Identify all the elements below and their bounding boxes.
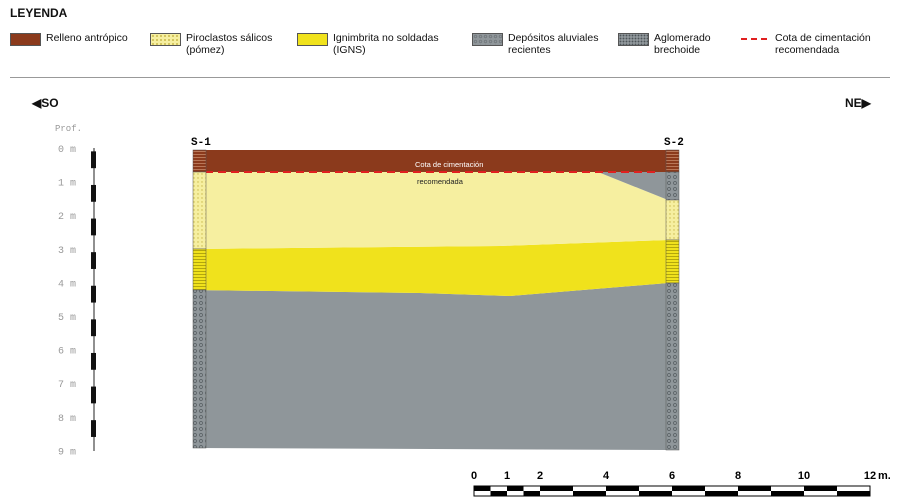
scale-block (705, 491, 738, 496)
depth-label: 9 m (58, 447, 76, 458)
borehole-s2-label: S-2 (664, 137, 684, 149)
depth-tick-bar (91, 184, 96, 202)
depth-tick-bar (91, 352, 96, 370)
legend-label-aglomerado: Aglomerado brechoide (654, 32, 711, 56)
scale-block (804, 486, 837, 491)
depth-label: 7 m (58, 380, 76, 391)
scale-block (523, 491, 540, 496)
depth-ruler: Prof. 0 m 1 m 2 m 3 m 4 m 5 m 6 m 7 m 8 m 9 m (55, 124, 96, 458)
depth-label: 6 m (58, 347, 76, 358)
scale-tick-label: 4 (603, 470, 610, 482)
cota-dash-swatch (741, 38, 769, 40)
ignimbrita-layer (193, 240, 668, 296)
legend-item-aglomerado: Aglomerado brechoide (618, 32, 711, 56)
scale-block (573, 491, 606, 496)
scale-block (507, 486, 524, 491)
depth-label: 4 m (58, 279, 76, 290)
relleno-layer (193, 150, 668, 172)
depth-tick-bar (91, 285, 96, 303)
depth-tick-bar (91, 252, 96, 269)
direction-so: ◀SO (32, 96, 59, 110)
scale-tick-label: 6 (669, 470, 675, 482)
legend-label-ignimbrita: Ignimbrita no soldadas (IGNS) (333, 32, 439, 56)
borehole-s2-log (665, 149, 680, 451)
scale-block (490, 491, 507, 496)
pomez-layer (193, 172, 668, 249)
legend-label-piroclastos: Piroclastos sálicos (pómez) (186, 32, 273, 56)
depth-label: 8 m (58, 414, 76, 425)
borehole-s1-log (192, 149, 207, 449)
scale-tick-label: 12 (864, 470, 876, 482)
cota-annotation-line2: recomendada (417, 177, 464, 186)
relleno-swatch (10, 33, 41, 46)
scale-tick-label: 2 (537, 470, 543, 482)
legend-item-ignimbrita: Ignimbrita no soldadas (IGNS) (297, 32, 439, 56)
direction-so-label: SO (41, 96, 59, 110)
depth-label: 0 m (58, 145, 76, 156)
scale-block (771, 491, 804, 496)
scale-tick-label: 8 (735, 470, 741, 482)
scale-tick-label: 1 (504, 470, 510, 482)
depth-label: 2 m (58, 212, 76, 223)
legend-label-relleno: Relleno antrópico (46, 32, 128, 44)
scale-unit: m. (878, 470, 890, 482)
scale-block (738, 486, 771, 491)
aluviales-swatch (472, 33, 503, 46)
cota-annotation-line1: Cota de cimentación (415, 160, 483, 169)
arrow-right-icon: ▶ (861, 96, 871, 110)
legend-item-relleno: Relleno antrópico (10, 32, 128, 46)
legend-item-cota: Cota de cimentación recomendada (740, 32, 871, 56)
direction-ne-label: NE (845, 96, 862, 110)
legend-label-aluviales: Depósitos aluviales recientes (508, 32, 599, 56)
depth-label: 3 m (58, 246, 76, 257)
legend-item-piroclastos: Piroclastos sálicos (pómez) (150, 32, 272, 56)
legend-item-aluviales: Depósitos aluviales recientes (472, 32, 598, 56)
scale-block (474, 486, 491, 491)
depth-tick-bar (91, 386, 96, 404)
legend-title: LEYENDA (10, 6, 68, 20)
borehole-s1-label: S-1 (191, 137, 211, 149)
ignimbrita-swatch (297, 33, 328, 46)
depth-tick-bar (91, 218, 96, 236)
arrow-left-icon: ◀ (32, 96, 42, 110)
depth-label: 5 m (58, 313, 76, 324)
depth-tick-bar (91, 420, 96, 437)
aluvial-layer (193, 283, 668, 450)
aglomerado-wedge (598, 172, 668, 200)
piroclastos-swatch (150, 33, 181, 46)
depth-header: Prof. (55, 124, 82, 134)
scale-tick-label: 10 (798, 470, 810, 482)
aglomerado-swatch (618, 33, 649, 46)
scale-block (672, 486, 705, 491)
scale-block (606, 486, 639, 491)
legend-label-cota: Cota de cimentación recomendada (775, 32, 871, 56)
legend-divider (10, 77, 890, 78)
scale-block (540, 486, 573, 491)
depth-label: 1 m (58, 179, 76, 190)
scale-block (639, 491, 672, 496)
direction-ne: NE▶ (845, 96, 871, 110)
scale-block (837, 491, 870, 496)
scale-tick-label: 0 (471, 470, 477, 482)
depth-tick-bar (91, 151, 96, 169)
depth-tick-bar (91, 319, 96, 337)
